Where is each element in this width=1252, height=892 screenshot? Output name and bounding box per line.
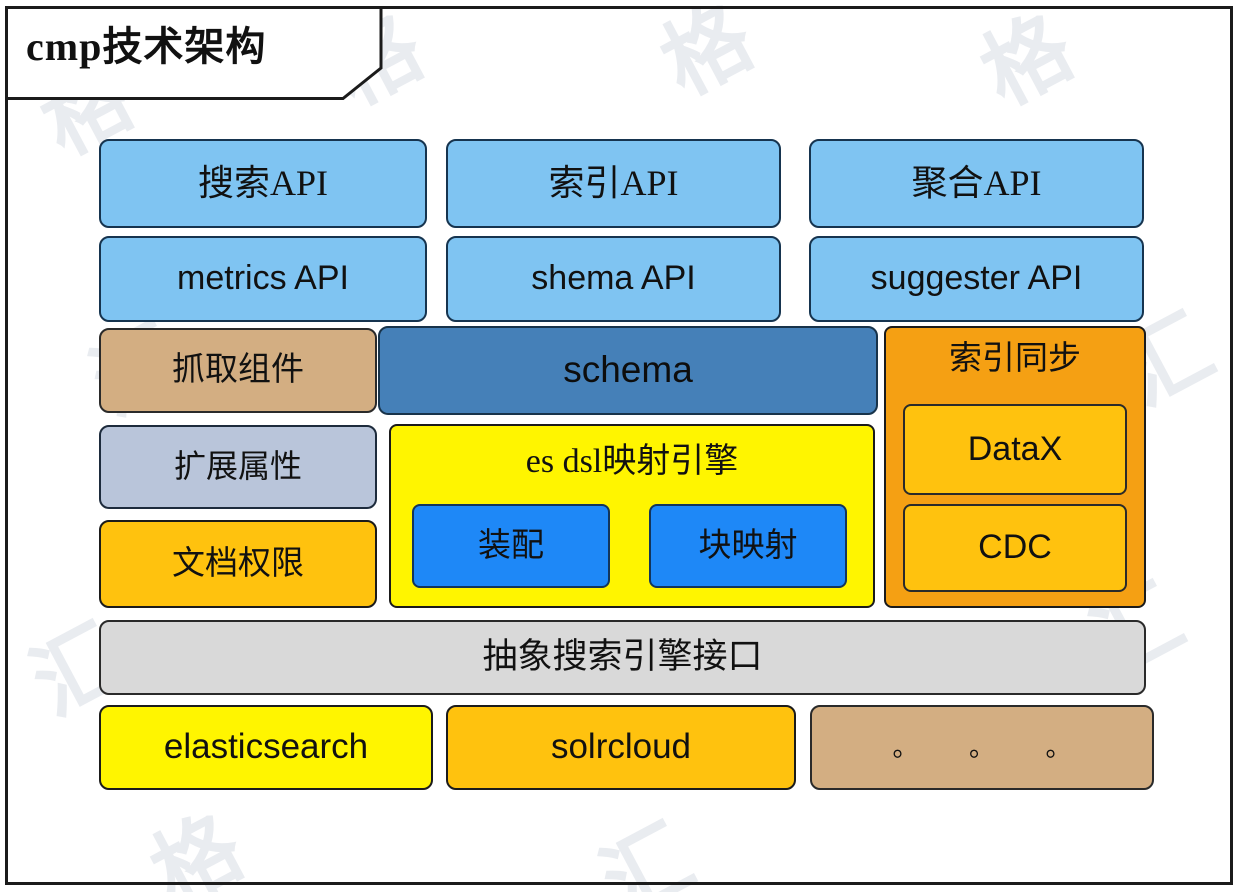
box-block-mapping[interactable]: 块映射 [649, 504, 847, 588]
box-datax[interactable]: DataX [903, 404, 1127, 495]
diagram-outer-frame [5, 6, 1233, 885]
box-extended-attributes[interactable]: 扩展属性 [99, 425, 377, 509]
box-elasticsearch[interactable]: elasticsearch [99, 705, 433, 790]
box-shema-api[interactable]: shema API [446, 236, 781, 322]
page-title: cmp技术架构 [26, 24, 267, 69]
panel-index-sync-title: 索引同步 [949, 341, 1081, 377]
box-assemble[interactable]: 装配 [412, 504, 610, 588]
title-tab [5, 6, 383, 100]
box-metrics-api[interactable]: metrics API [99, 236, 427, 322]
box-aggregation-api[interactable]: 聚合API [809, 139, 1144, 228]
box-abstract-search-engine-interface[interactable]: 抽象搜索引擎接口 [99, 620, 1146, 695]
box-crawler-component[interactable]: 抓取组件 [99, 328, 377, 413]
box-search-api[interactable]: 搜索API [99, 139, 427, 228]
box-schema[interactable]: schema [378, 326, 878, 415]
box-more-engines: 。 。 。 [810, 705, 1154, 790]
box-solrcloud[interactable]: solrcloud [446, 705, 796, 790]
box-suggester-api[interactable]: suggester API [809, 236, 1144, 322]
box-cdc[interactable]: CDC [903, 504, 1127, 592]
title-tab-shape [5, 6, 383, 100]
box-index-api[interactable]: 索引API [446, 139, 781, 228]
panel-dsl-engine-title: es dsl映射引擎 [525, 443, 739, 480]
box-document-permission[interactable]: 文档权限 [99, 520, 377, 608]
